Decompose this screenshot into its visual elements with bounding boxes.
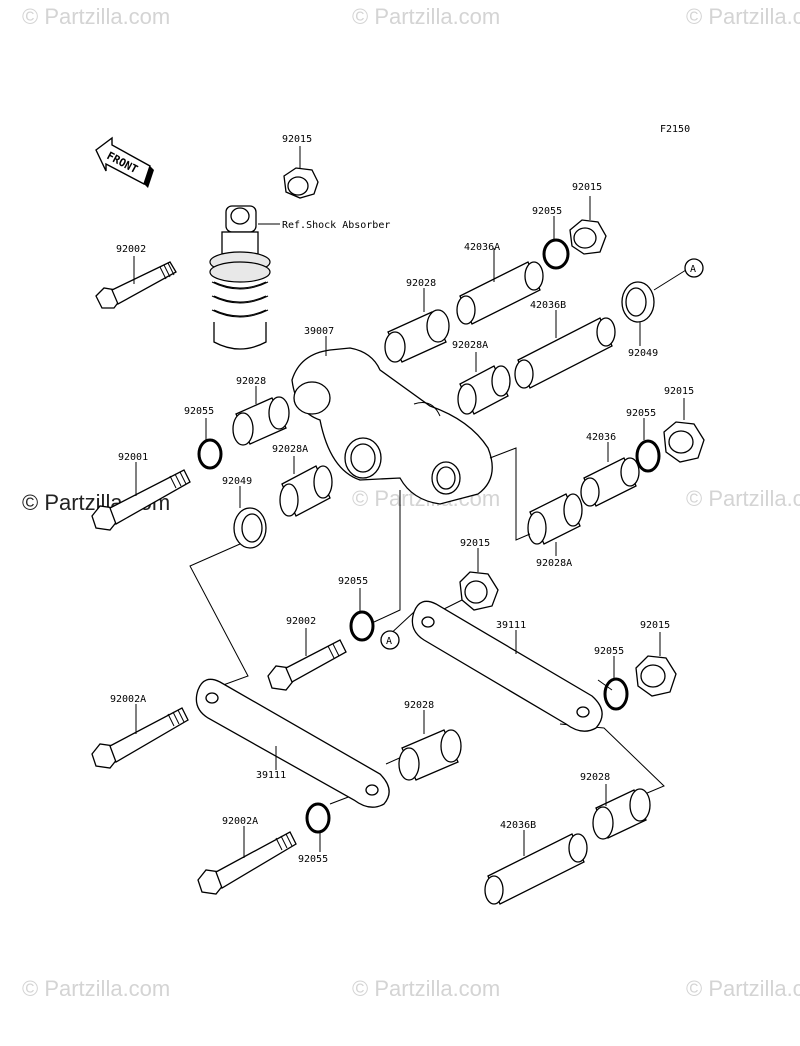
label-42036A: 42036A <box>464 242 500 253</box>
bushing-92028A-right-1 <box>457 352 511 415</box>
label-92028A-right-2: 92028A <box>536 558 572 569</box>
label-92028A-left: 92028A <box>272 444 308 455</box>
bushing-92028-right-3 <box>592 784 651 840</box>
label-92002-center: 92002 <box>286 616 316 627</box>
label-42036B-bottom: 42036B <box>500 820 536 831</box>
label-39111-right: 39111 <box>496 620 526 631</box>
nut-92015-right-3 <box>635 632 677 697</box>
oring-92055-right-3 <box>603 677 629 711</box>
link-39111-right <box>411 600 603 732</box>
watermark-top-center: © Partzilla.com <box>352 4 500 29</box>
watermark-bottom-right: © Partzilla.com <box>686 976 800 1001</box>
callout-a-right <box>684 258 704 278</box>
bolt-92001 <box>91 462 191 531</box>
front-arrow-icon: FRONT <box>95 136 154 188</box>
label-92055-right-2: 92055 <box>626 408 656 419</box>
bolt-92002A-1 <box>91 704 189 769</box>
oring-92055-right-2 <box>635 439 661 473</box>
figure-code: F2150 <box>660 124 690 135</box>
sleeve-42036B-right <box>514 310 616 389</box>
label-92028-left: 92028 <box>236 376 266 387</box>
bolt-92002-top <box>95 256 177 309</box>
ref-shock-absorber-label: Ref.Shock Absorber <box>282 220 390 231</box>
bushing-92028A-left <box>279 456 333 517</box>
label-92001: 92001 <box>118 452 148 463</box>
bushing-92028A-right-2 <box>527 493 583 556</box>
label-92049-right: 92049 <box>628 348 658 359</box>
watermark-top-left: © Partzilla.com <box>22 4 170 29</box>
label-92049-left: 92049 <box>222 476 252 487</box>
bushing-92028-left <box>232 386 290 446</box>
label-92015-right-2: 92015 <box>664 386 694 397</box>
link-39111-left <box>195 678 390 808</box>
label-92015-right-3: 92015 <box>640 620 670 631</box>
nut-92015-right-1 <box>569 196 607 255</box>
collar-92049-left <box>233 486 267 549</box>
label-92015-top: 92015 <box>282 134 312 145</box>
label-92028-right-1: 92028 <box>406 278 436 289</box>
sleeve-42036B-bottom <box>484 830 588 905</box>
label-92055-left: 92055 <box>184 406 214 417</box>
label-92002-top: 92002 <box>116 244 146 255</box>
callout-a-center-letter: A <box>386 636 392 647</box>
label-92002A-1: 92002A <box>110 694 146 705</box>
label-42036: 42036 <box>586 432 616 443</box>
callout-a-center <box>380 630 400 650</box>
oring-92055-left <box>197 438 223 470</box>
nut-92015-center <box>459 548 499 611</box>
label-92055-bottom: 92055 <box>298 854 328 865</box>
bushing-92028-center <box>398 710 462 781</box>
watermark-bottom-left: © Partzilla.com <box>22 976 170 1001</box>
sleeve-42036 <box>580 442 640 507</box>
callout-a-right-letter: A <box>690 264 696 275</box>
label-92015-right-1: 92015 <box>572 182 602 193</box>
label-92055-center: 92055 <box>338 576 368 587</box>
label-39111-left: 39111 <box>256 770 286 781</box>
nut-92015-top <box>283 146 319 199</box>
label-92055-right-1: 92055 <box>532 206 562 217</box>
shock-absorber-part <box>209 205 280 350</box>
label-92002A-2: 92002A <box>222 816 258 827</box>
label-92028-right-3: 92028 <box>580 772 610 783</box>
oring-92055-center <box>349 610 375 642</box>
oring-92055-bottom <box>305 802 331 834</box>
watermark-top-right: © Partzilla.com <box>686 4 800 29</box>
nut-92015-right-2 <box>663 398 705 463</box>
collar-92049-right <box>621 269 687 346</box>
bolt-92002-center <box>267 628 347 691</box>
label-92015-center: 92015 <box>460 538 490 549</box>
sleeve-42036A <box>456 248 544 325</box>
watermark-bottom-center: © Partzilla.com <box>352 976 500 1001</box>
oring-92055-right-1 <box>542 238 570 270</box>
label-92028A-right-1: 92028A <box>452 340 488 351</box>
bolt-92002A-2 <box>197 826 297 895</box>
label-42036B-right: 42036B <box>530 300 566 311</box>
label-39007: 39007 <box>304 326 334 337</box>
label-92055-right-3: 92055 <box>594 646 624 657</box>
watermark-middle-right: © Partzilla.com <box>686 486 800 511</box>
bushing-92028-right-1 <box>384 288 450 363</box>
rocker-arm-39007 <box>291 336 493 505</box>
label-92028-center: 92028 <box>404 700 434 711</box>
